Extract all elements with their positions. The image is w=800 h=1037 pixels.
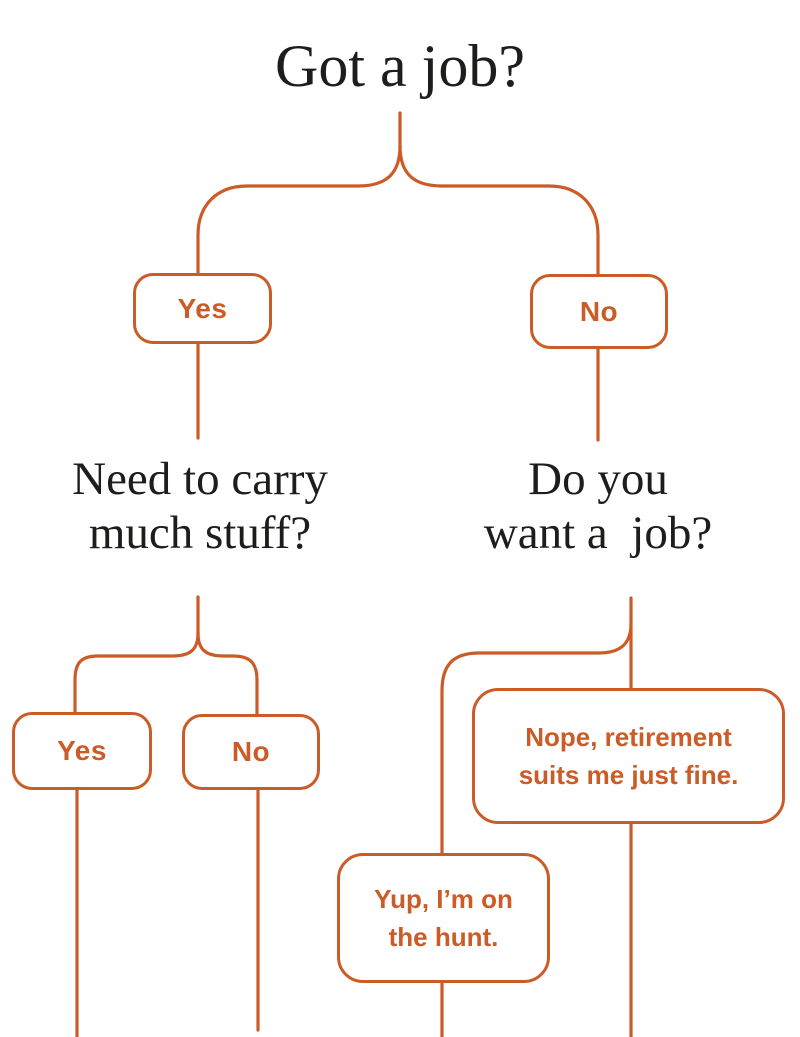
- node-answer-retired-line1: Nope, retirement: [525, 722, 732, 752]
- edge-root-to-yes: [196, 144, 402, 275]
- edge-carry-to-no: [196, 631, 259, 716]
- node-yes-1-label: Yes: [177, 292, 228, 324]
- question-want-job-line1: Do you: [528, 453, 668, 505]
- node-yes-1: Yes: [133, 273, 272, 344]
- node-no-1-label: No: [579, 295, 619, 327]
- root-question: Got a job?: [275, 33, 525, 99]
- node-no-1: No: [530, 274, 668, 349]
- node-answer-retired: Nope, retirement suits me just fine.: [472, 688, 785, 824]
- question-want-job: Do you want a job?: [398, 452, 798, 560]
- node-yes-2-label: Yes: [57, 735, 107, 766]
- node-answer-retired-line2: suits me just fine.: [518, 760, 739, 790]
- edge-want-to-hunt: [440, 622, 633, 1037]
- question-carry-stuff-line2: much stuff?: [88, 507, 312, 559]
- question-want-job-line2: want a job?: [483, 507, 713, 559]
- edge-root-to-no: [398, 144, 600, 276]
- node-answer-hunt-line2: the hunt.: [388, 922, 499, 952]
- node-answer-hunt: Yup, I’m on the hunt.: [337, 853, 550, 983]
- node-no-2: No: [182, 714, 320, 790]
- edge-carry-to-yes: [73, 631, 200, 714]
- node-answer-hunt-line1: Yup, I’m on: [374, 884, 513, 914]
- node-no-2-label: No: [231, 736, 271, 767]
- question-carry-stuff-line1: Need to carry: [72, 453, 328, 505]
- question-carry-stuff: Need to carry much stuff?: [0, 452, 400, 560]
- node-yes-2: Yes: [12, 712, 152, 790]
